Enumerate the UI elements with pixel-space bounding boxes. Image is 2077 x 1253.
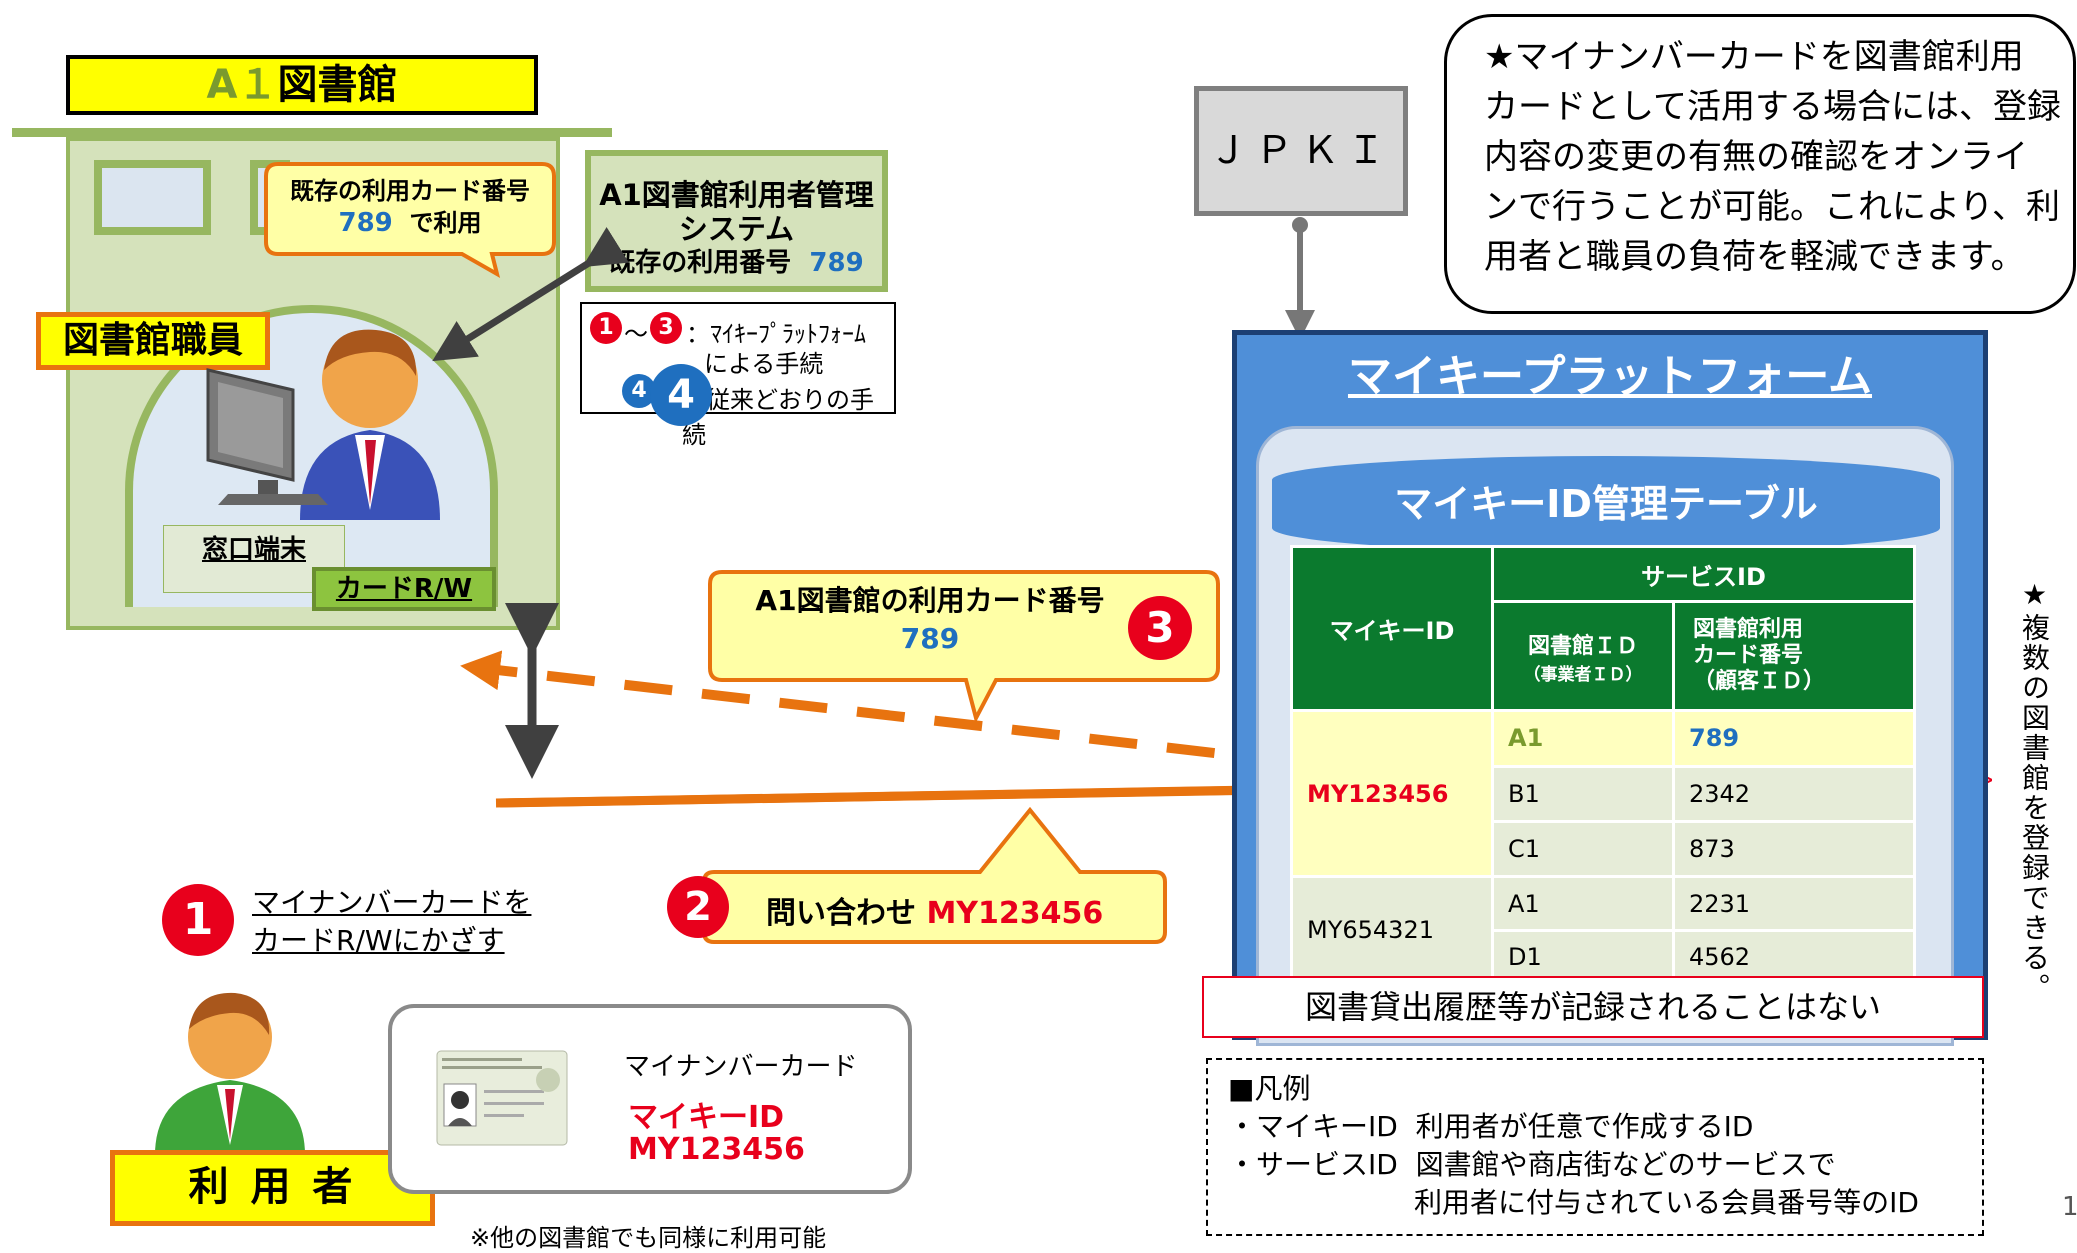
header-library-id: 図書館ＩＤ （事業者ＩＤ） [1491,600,1675,713]
info-bubble [1444,14,2076,314]
cell-lib: B1 [1491,764,1675,823]
cell-lib: C1 [1491,819,1675,879]
step2-callout-shape [702,806,1167,944]
library-user-management-system: A1図書館利用者管理 システム 既存の利用番号 789 [585,150,888,292]
legend-range-text-2: による手続 [704,350,824,378]
library-roof-line [12,128,612,137]
step2-badge: 2 [667,876,729,938]
step1-text: マイナンバーカードを カードR/Wにかざす [252,886,532,957]
bottom-legend-title: ■凡例 [1228,1072,1311,1105]
my-key-id-value: MY123456 [628,1132,805,1167]
cell-lib: A1 [1491,709,1675,768]
legend-step3-badge: 3 [650,312,682,344]
cell-mykey: MY654321 [1290,875,1494,985]
cell-card: 789 [1672,709,1916,768]
my-key-id-label: マイキーID [628,1100,785,1135]
step4-badge: 4 [650,364,712,426]
cell-card: 2342 [1672,764,1916,823]
note-other-libraries: ※他の図書館でも同様に利用可能 [470,1224,827,1252]
cell-lib: D1 [1491,928,1675,986]
cell-card: 873 [1672,819,1916,879]
bottom-legend-line3: 利用者に付与されている会員番号等のID [1414,1186,1919,1219]
computer-monitor-icon [206,368,328,505]
info-bubble-text: ★マイナンバーカードを図書館利用 カードとして活用する場合には、登録 内容の変更… [1484,37,2061,277]
mykey-id-table: マイキーID サービスID 図書館ＩＤ （事業者ＩＤ） 図書館利用 カード番号 … [1290,544,1916,986]
no-history-note: 図書貸出履歴等が記録されることはない [1202,976,1984,1038]
header-service-id: サービスID [1491,544,1916,604]
legend-range-text-1: ：ﾏｲｷｰﾌﾟﾗｯﾄﾌｫｰﾑ [686,320,866,348]
step1-badge: 1 [162,884,234,956]
table-row: MY123456 A1 789 [1290,709,1916,879]
cell-lib: A1 [1491,875,1675,932]
card-reader-writer[interactable]: カードR/W [312,567,496,611]
header-mykey-id: マイキーID [1290,544,1494,713]
staff-person-icon [300,329,440,520]
multiple-libraries-note: ★複数の図書館を登録できる。 [2018,578,2051,1003]
my-number-card-label: マイナンバーカード [624,1052,858,1082]
cell-card: 2231 [1672,875,1916,932]
library-title: A１図書館 [66,55,538,115]
table-row: MY654321 A1 2231 [1290,875,1916,985]
table-row: C1 873 [1292,819,1916,879]
user-label: 利 用 者 [110,1150,435,1226]
my-number-card-panel: マイナンバーカード マイキーID MY123456 [388,1004,912,1194]
page-number: 1 [2062,1192,2077,1222]
bottom-legend-line2: ・サービスID 図書館や商店街などのサービスで [1228,1148,1836,1181]
legend-item4-text: ：従来どおりの手続 [682,386,874,449]
callout3-text: A1図書館の利用カード番号 789 [755,584,1105,655]
bottom-legend-line1: ・マイキーID 利用者が任意で作成するID [1228,1110,1754,1143]
library-window [94,160,211,235]
staff-label: 図書館職員 [36,312,270,370]
step3-badge: 3 [1128,596,1192,660]
jpki-box: ＪＰＫＩ [1194,86,1408,216]
user-person-icon [155,992,305,1155]
bottom-legend-box: ■凡例 ・マイキーID 利用者が任意で作成するID ・サービスID 図書館や商店… [1206,1058,1984,1236]
table-row: D1 4562 [1292,928,1916,986]
header-card-number: 図書館利用 カード番号 （顧客ＩＤ） [1672,600,1916,713]
cell-mykey: MY123456 [1290,709,1494,879]
existing-card-bubble: 既存の利用カード番号 789 で利用 [290,177,530,238]
callout3-shape [708,570,1220,724]
step2-text: 問い合わせ MY123456 [766,896,1104,931]
mykey-platform-title: マイキープラットフォーム [1347,351,1873,402]
step-legend-box: 1 ～ 3 ：ﾏｲｷｰﾌﾟﾗｯﾄﾌｫｰﾑ による手続 4 ：従来どおりの手続 [580,302,896,449]
mykey-id-table-title: マイキーID管理テーブル [1272,456,1940,552]
my-number-card-icon [436,1050,568,1146]
cell-card: 4562 [1672,928,1916,986]
table-row: B1 2342 [1292,764,1916,823]
